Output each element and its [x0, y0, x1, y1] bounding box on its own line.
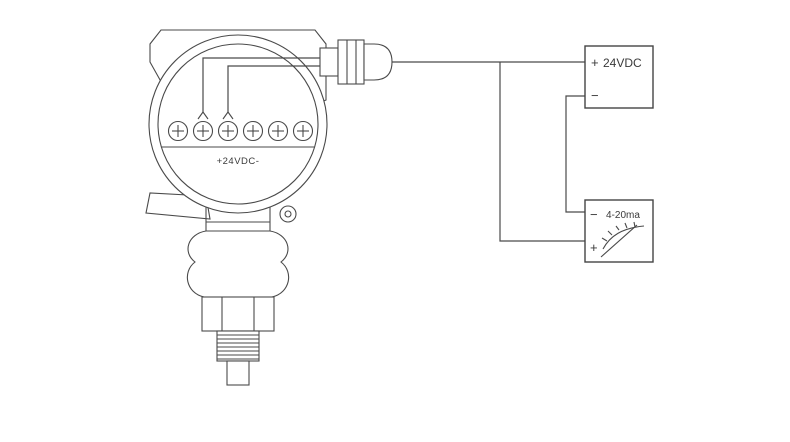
pressure-transmitter: +24VDC-: [145, 29, 393, 386]
supply-minus-terminal: −: [591, 88, 599, 103]
pressure-port: [226, 360, 250, 386]
gland-dome-cap: [363, 43, 393, 81]
meter-face: [600, 221, 645, 258]
terminal-screw: [292, 120, 314, 142]
power-supply-outline: [584, 45, 654, 109]
meter-tick: [615, 225, 620, 231]
hex-nut: [201, 296, 275, 332]
cable-gland: [319, 39, 393, 85]
internal-wire-positive: [202, 57, 344, 112]
power-supply-box: + 24VDC −: [584, 45, 654, 109]
housing-outer-ring: [148, 34, 328, 214]
ammeter-box: − 4-20ma +: [584, 199, 654, 263]
loop-wiring: [392, 61, 585, 242]
neck: [205, 207, 271, 231]
meter-scale-arc: [602, 225, 645, 250]
meter-needle: [600, 224, 638, 258]
gland-hex-nut: [337, 39, 365, 85]
meter-tick: [624, 222, 628, 229]
cover-lock-lug: [279, 205, 297, 223]
ammeter-outline: [584, 199, 654, 263]
terminal-screw: [167, 120, 189, 142]
threaded-connection: [216, 330, 260, 362]
meter-plus-terminal: +: [590, 240, 598, 255]
terminal-screw: [217, 120, 239, 142]
sensor-capsule: [186, 230, 290, 298]
terminal-polarity-label: +24VDC-: [217, 156, 260, 167]
supply-plus-terminal: +: [591, 55, 599, 70]
terminal-screw: [242, 120, 264, 142]
wire-supply-negative-to-meter-negative: [565, 95, 585, 213]
gland-stub: [319, 47, 339, 77]
housing-inner-ring: [157, 43, 319, 205]
terminal-screw: [267, 120, 289, 142]
meter-range-label: 4-20ma: [606, 210, 640, 221]
supply-voltage-label: 24VDC: [603, 56, 642, 70]
meter-tick: [601, 237, 608, 242]
internal-wire-negative: [227, 65, 344, 112]
terminal-screw: [192, 120, 214, 142]
meter-tick: [607, 230, 613, 236]
meter-tick: [633, 221, 636, 228]
wire-to-meter-positive: [499, 62, 585, 242]
meter-minus-terminal: −: [590, 207, 598, 222]
terminal-row: [161, 120, 315, 148]
